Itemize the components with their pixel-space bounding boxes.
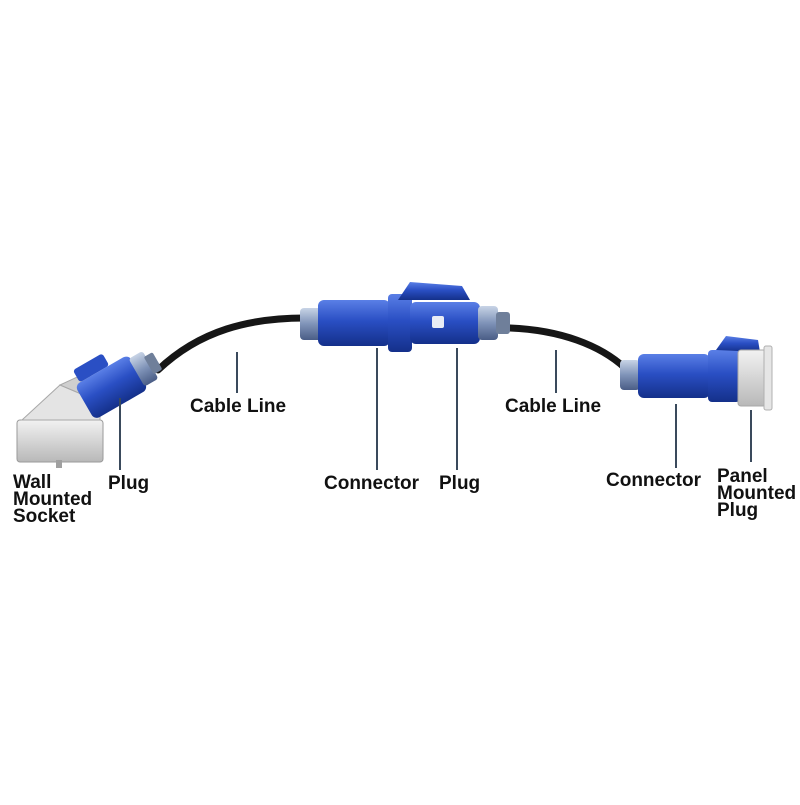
label-wall-mounted-socket-line3: Socket — [13, 506, 76, 527]
label-panel-mounted-plug-line1: Panel — [717, 466, 768, 487]
label-plug-left: Plug — [108, 473, 150, 494]
label-connector-right: Connector — [606, 470, 701, 491]
label-connector-mid: Connector — [324, 473, 419, 494]
plug-left — [73, 351, 162, 418]
label-cable-line-left: Cable Line — [190, 396, 287, 417]
label-plug-mid: Plug — [439, 473, 481, 494]
connector-right — [620, 336, 760, 402]
label-wall-mounted-socket: Wall Mounted Socket — [13, 472, 93, 527]
label-cable-line-right: Cable Line — [505, 396, 602, 417]
connector-lid — [398, 282, 470, 300]
cable-line-left — [154, 314, 309, 374]
label-panel-mounted-plug-line2: Mounted — [717, 483, 797, 504]
cable-line-right — [506, 324, 629, 372]
label-wall-mounted-socket-line1: Wall — [13, 472, 52, 493]
connector-mid — [300, 294, 412, 352]
panel-mounted-plug — [737, 345, 773, 411]
label-panel-mounted-plug: Panel Mounted Plug — [717, 466, 797, 521]
label-wall-mounted-socket-line2: Mounted — [13, 489, 93, 510]
plug-mid — [410, 302, 510, 344]
label-panel-mounted-plug-line3: Plug — [717, 500, 759, 521]
